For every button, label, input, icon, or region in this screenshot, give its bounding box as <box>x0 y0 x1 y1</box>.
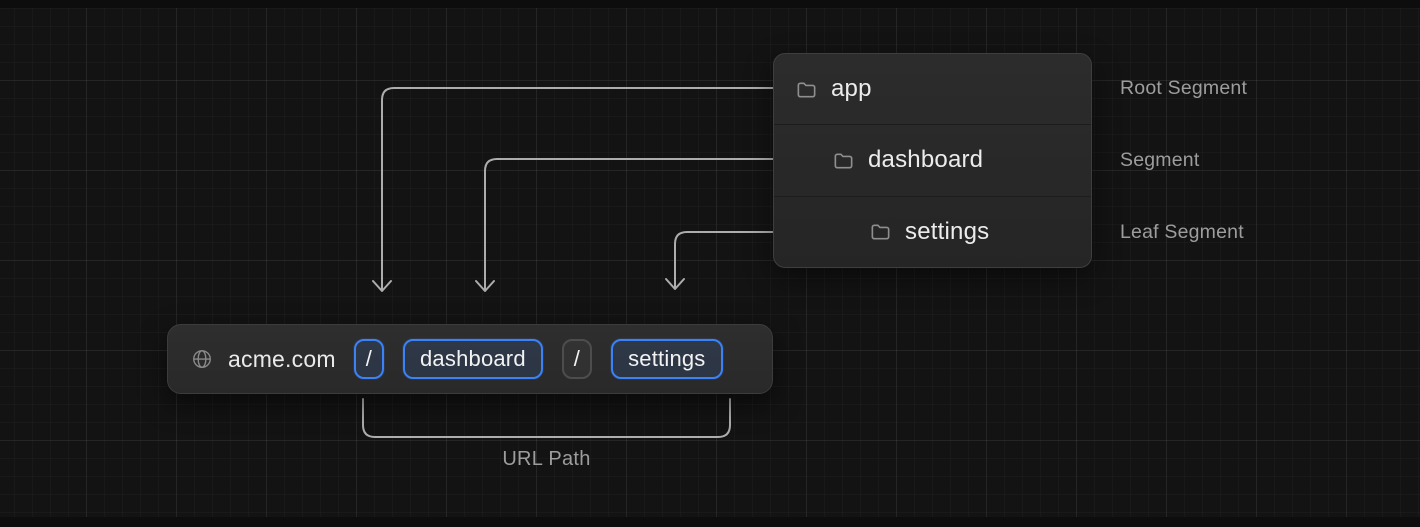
domain-text: acme.com <box>228 345 336 372</box>
globe-icon <box>193 350 211 368</box>
arrowhead-dashboard <box>475 280 495 292</box>
annotation-segment: Segment <box>1120 149 1200 171</box>
tree-row-settings: settings <box>774 195 1091 267</box>
tree-row-label: app <box>831 75 872 103</box>
bottom-edge-strip <box>0 517 1420 527</box>
folder-tree-panel: app dashboard settings <box>773 53 1092 268</box>
segment-badge-slash-2: / <box>561 339 593 379</box>
folder-icon <box>834 153 853 169</box>
tree-row-app: app <box>774 54 1091 124</box>
annotation-root-segment: Root Segment <box>1120 77 1248 99</box>
folder-icon <box>797 82 816 98</box>
arrow-app-to-slash <box>381 87 774 290</box>
arrowhead-app <box>372 280 392 292</box>
top-edge-strip <box>0 0 1420 8</box>
url-bar: acme.com / dashboard / settings <box>167 324 773 394</box>
segment-badge-dashboard: dashboard <box>403 339 543 379</box>
tree-row-label: settings <box>905 217 990 245</box>
url-path-bracket <box>362 398 731 438</box>
annotation-leaf-segment: Leaf Segment <box>1120 221 1244 243</box>
tree-row-label: dashboard <box>868 146 984 174</box>
arrow-settings <box>674 231 774 288</box>
segment-badge-slash-1: / <box>353 339 384 379</box>
folder-icon <box>871 224 890 240</box>
arrowhead-settings <box>665 278 685 290</box>
segment-badge-settings: settings <box>611 339 723 379</box>
url-path-label: URL Path <box>502 448 591 470</box>
tree-row-dashboard: dashboard <box>774 124 1091 195</box>
arrow-dashboard <box>484 158 774 290</box>
